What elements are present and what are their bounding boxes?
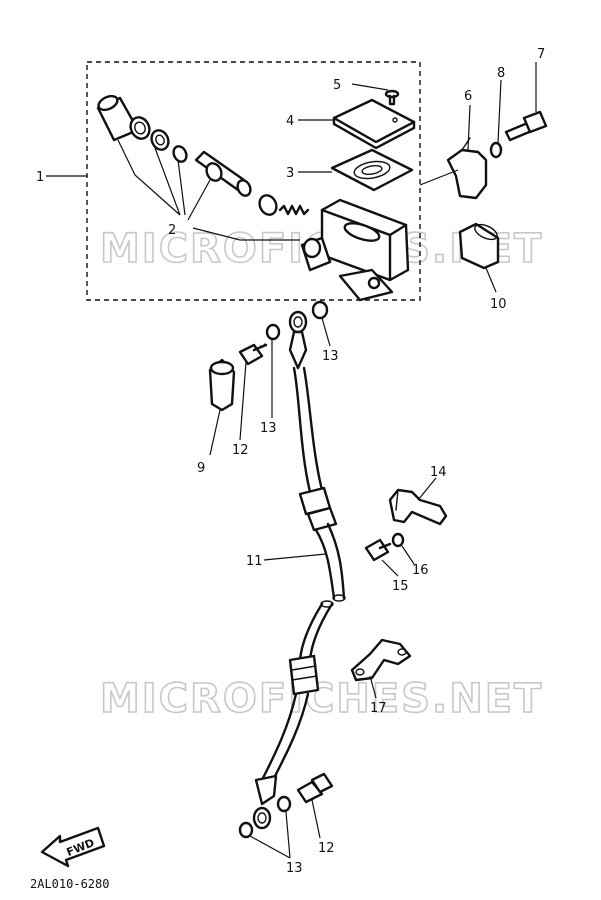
label-7: 7 (537, 47, 545, 62)
hose-holder (350, 638, 412, 682)
label-8: 8 (497, 66, 505, 81)
guide-bolt (364, 538, 392, 562)
union-bolt-lower (296, 772, 334, 804)
label-16: 16 (412, 563, 429, 578)
label-12-bottom: 12 (318, 841, 335, 856)
clamp-bolt (504, 110, 548, 142)
forward-arrow-icon: FWD (40, 826, 106, 868)
brake-hose (252, 310, 346, 830)
label-13-bottom: 13 (286, 861, 303, 876)
label-15: 15 (392, 579, 409, 594)
watermark-bottom: MICROFICHES.NET (100, 676, 543, 722)
leader-lines (46, 62, 537, 859)
guide-washer (391, 532, 405, 548)
label-12-top: 12 (232, 443, 249, 458)
lever-cover (458, 222, 500, 270)
cap-screw (384, 89, 400, 106)
copper-washer-mid (265, 323, 281, 341)
label-1: 1 (36, 170, 44, 185)
copper-washer-lower-right (276, 795, 292, 813)
label-11: 11 (246, 554, 263, 569)
master-cylinder-body (300, 198, 410, 302)
bolt-cap (208, 358, 236, 412)
diaphragm (330, 148, 414, 192)
copper-washer-top (311, 300, 329, 320)
label-17: 17 (370, 701, 387, 716)
diagram-code: 2AL010-6280 (30, 877, 109, 891)
label-2: 2 (168, 223, 176, 238)
label-13-mid: 13 (260, 421, 277, 436)
part-labels: 1 2 3 4 5 6 7 8 9 10 11 12 12 13 13 13 1… (36, 47, 545, 876)
copper-washer-lower-left (238, 821, 254, 839)
label-9: 9 (197, 461, 205, 476)
piston-kit (96, 94, 310, 241)
hose-guide (388, 488, 448, 526)
handlebar-clamp (419, 137, 488, 200)
reservoir-cap (332, 98, 416, 150)
union-bolt-top (238, 343, 268, 366)
label-13-top: 13 (322, 349, 339, 364)
label-14: 14 (430, 465, 447, 480)
label-6: 6 (464, 89, 472, 104)
clamp-washer (489, 141, 503, 159)
assembly-boundary (86, 61, 421, 301)
label-5: 5 (333, 78, 341, 93)
label-10: 10 (490, 297, 507, 312)
label-4: 4 (286, 114, 294, 129)
label-3: 3 (286, 166, 294, 181)
